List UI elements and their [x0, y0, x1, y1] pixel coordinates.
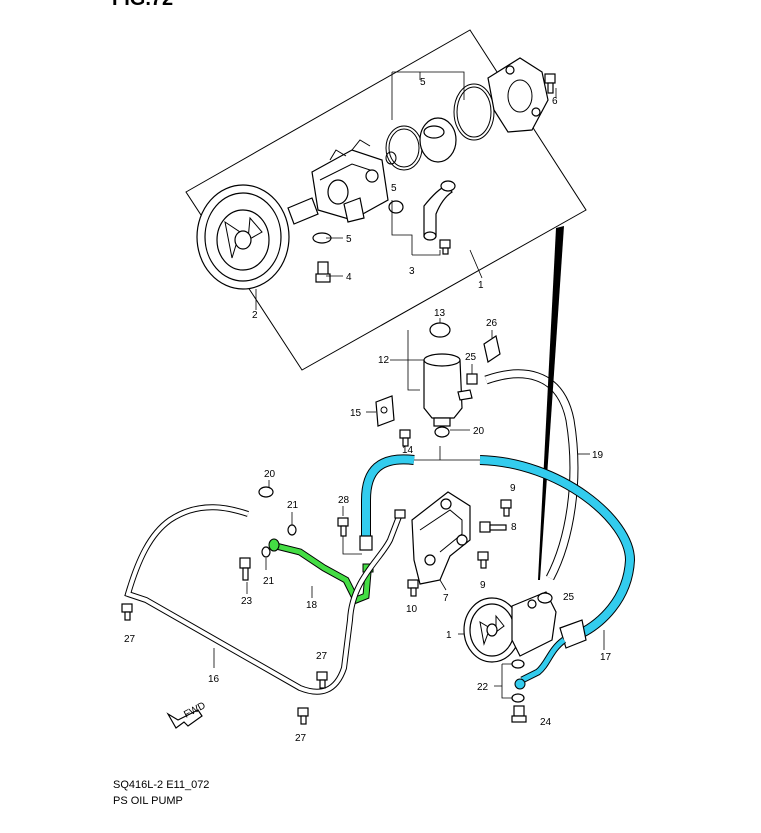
callout-25-upper: 25	[465, 352, 477, 363]
bolt-27-lower	[297, 707, 309, 725]
bolt-27-middle	[316, 671, 328, 689]
callout-14: 14	[402, 445, 414, 456]
washer-21-upper	[287, 524, 297, 536]
cover-bolt	[544, 73, 556, 94]
callout-28: 28	[338, 495, 350, 506]
figure-title: FIG.72	[112, 0, 173, 11]
callout-26: 26	[486, 318, 498, 329]
suction-connector	[388, 180, 456, 241]
seal-ring-left	[385, 151, 397, 165]
pump-shaft	[287, 197, 319, 225]
bolt-9-lower	[477, 551, 489, 569]
pointer-line	[538, 226, 564, 580]
callout-7: 7	[443, 593, 449, 604]
callout-27-left: 27	[124, 634, 136, 645]
pump-body	[311, 139, 389, 223]
callout-5-mid: 5	[391, 183, 397, 194]
callout-15: 15	[350, 408, 362, 419]
bolt-28	[337, 517, 349, 537]
bolt-10	[407, 579, 419, 597]
highlighted-pressure-hose	[479, 455, 636, 690]
o-ring-inner	[388, 128, 420, 168]
union-bolt-23	[239, 557, 251, 581]
reservoir-tank	[423, 353, 473, 427]
callout-9-lower: 9	[480, 580, 486, 591]
callout-3: 3	[409, 266, 415, 277]
callout-17: 17	[600, 652, 612, 663]
clamp-20-reservoir	[434, 426, 450, 438]
cover-gasket	[453, 83, 495, 141]
clamp-20-left	[258, 486, 274, 498]
callout-25-lower: 25	[563, 592, 575, 603]
clamp-25-upper	[466, 373, 478, 385]
callout-12: 12	[378, 355, 390, 366]
pump-assembly-lower	[463, 591, 557, 663]
washer-21-lower	[261, 546, 271, 558]
callout-2: 2	[252, 310, 258, 321]
rear-cover	[487, 57, 549, 133]
o-ring-large	[385, 125, 423, 171]
callout-5-top: 5	[420, 77, 426, 88]
callout-5-low: 5	[346, 234, 352, 245]
callout-22: 22	[477, 682, 489, 693]
bracket-bolt-14	[399, 429, 411, 447]
assembly-box	[185, 29, 587, 371]
caption-name: PS OIL PUMP	[113, 795, 183, 807]
pump-mounting-bracket	[411, 491, 471, 585]
pump-pulley	[196, 184, 290, 290]
connector-bolt	[439, 239, 451, 255]
callout-4: 4	[346, 272, 352, 283]
callout-23: 23	[241, 596, 253, 607]
highlighted-suction-hose	[359, 454, 415, 551]
callout-8: 8	[511, 522, 517, 533]
callout-16: 16	[208, 674, 220, 685]
callout-13: 13	[434, 308, 446, 319]
callout-24: 24	[540, 717, 552, 728]
union-bolt-24	[511, 705, 527, 723]
callout-9-upper: 9	[510, 483, 516, 494]
callout-19: 19	[592, 450, 604, 461]
flow-control-valve	[315, 261, 331, 283]
callout-10: 10	[406, 604, 418, 615]
callout-21-upper: 21	[287, 500, 299, 511]
bolt-8	[479, 521, 507, 533]
pump-cartridge	[419, 117, 457, 163]
callout-27-middle: 27	[316, 651, 328, 662]
hose-clip-26	[483, 335, 501, 363]
bolt-27-left	[121, 603, 133, 621]
callout-27-lower: 27	[295, 733, 307, 744]
caption-code: SQ416L-2 E11_072	[113, 779, 210, 791]
callout-20-reservoir: 20	[473, 426, 485, 437]
callout-18: 18	[306, 600, 318, 611]
reservoir-bracket	[375, 395, 395, 427]
callout-1-top: 1	[478, 280, 484, 291]
clamp-25-lower	[537, 592, 553, 604]
reservoir-cap	[429, 322, 451, 338]
callout-21-lower: 21	[263, 576, 275, 587]
bolt-9-upper	[500, 499, 512, 517]
callout-6: 6	[552, 96, 558, 107]
callout-1-lower: 1	[446, 630, 452, 641]
callout-20-left: 20	[264, 469, 276, 480]
forward-arrow-icon: FWD	[166, 700, 208, 729]
